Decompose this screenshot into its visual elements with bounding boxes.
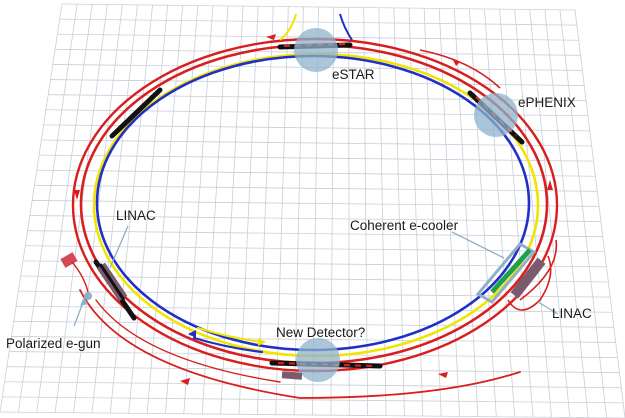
electron-ring-blue <box>95 54 531 352</box>
detector-estar <box>294 28 338 72</box>
gun-body <box>60 252 78 268</box>
bypass-yellow <box>196 326 264 344</box>
label-coherent-cooler: Coherent e-cooler <box>350 218 459 233</box>
detector-ephenix <box>474 93 518 137</box>
grid-line-vertical <box>363 7 369 416</box>
grid-line-vertical <box>453 8 479 417</box>
label-estar: eSTAR <box>332 67 375 82</box>
bypass-red-lower-2 <box>95 299 281 383</box>
gun-source <box>84 292 92 300</box>
bypass-red-lower <box>79 289 521 399</box>
arrow-top-left <box>266 34 276 40</box>
leader-linac-right <box>537 301 559 315</box>
gun-line <box>71 261 89 293</box>
grid-line-horizontal <box>27 230 603 238</box>
grid-line-horizontal <box>4 381 622 389</box>
arrow-right-up <box>547 180 553 190</box>
top-injection-lines <box>279 13 353 41</box>
grid-line-horizontal <box>29 215 601 222</box>
leader-linac-left <box>109 225 129 269</box>
label-ephenix: ePHENIX <box>518 95 576 110</box>
grid-line-horizontal <box>39 154 594 162</box>
grid-line-horizontal <box>59 18 577 26</box>
grid-line-vertical <box>438 8 460 417</box>
arrow-left-down <box>74 190 80 200</box>
grid-line-horizontal <box>34 184 598 192</box>
grid-line-vertical <box>109 5 153 414</box>
linac-right-module <box>510 257 546 299</box>
grid-line-vertical <box>574 9 625 418</box>
grid-line-vertical <box>468 8 497 417</box>
grid-line-horizontal <box>25 245 605 253</box>
grid-line-vertical <box>514 9 552 418</box>
bottom-magnet <box>281 371 303 380</box>
leader-gun-arrow <box>80 297 88 306</box>
grid-line-horizontal <box>36 169 596 177</box>
cooler-pipe <box>475 242 537 304</box>
grid-line-horizontal <box>41 139 592 147</box>
straight-section-upper-left <box>109 87 163 139</box>
grid-line-vertical <box>275 6 289 415</box>
grid-line-vertical <box>0 3 63 413</box>
injection-line-yellow <box>279 13 297 41</box>
arrow-blue-bypass <box>188 330 196 338</box>
grid-line-vertical <box>393 7 405 416</box>
coherent-cooler <box>475 242 537 304</box>
label-polarized-gun: Polarized e-gun <box>6 336 101 351</box>
grid-line-horizontal <box>13 320 614 328</box>
polarized-gun <box>60 252 92 300</box>
grid-line-horizontal <box>32 200 600 207</box>
grid-line-vertical <box>408 8 424 417</box>
direction-arrows <box>74 34 553 385</box>
detector-new <box>296 338 340 382</box>
linac-right-loop <box>507 255 552 311</box>
leader-cooler <box>451 231 505 259</box>
grid-line-vertical <box>165 5 199 414</box>
arrow-bottom-right <box>438 372 448 378</box>
grid-line-vertical <box>529 9 571 418</box>
linac-left <box>96 262 128 302</box>
linac-left-core <box>98 263 126 301</box>
grid-line-horizontal <box>61 3 576 11</box>
right-bypass-lines <box>419 49 558 301</box>
grid-line-vertical <box>544 9 589 418</box>
detectors <box>294 28 518 382</box>
leader-lines <box>73 225 559 327</box>
grid-line-vertical <box>238 6 259 415</box>
bypass-blue <box>192 336 264 354</box>
grid-line-vertical <box>91 4 138 413</box>
label-new-detector: New Detector? <box>276 325 365 340</box>
injection-line-blue <box>339 13 353 41</box>
bypass-red-right <box>519 239 558 301</box>
grid-line-vertical <box>293 6 304 415</box>
arrow-yellow-bypass <box>258 338 266 346</box>
arrow-top-right <box>452 58 460 66</box>
label-linac-left: LINAC <box>116 208 156 223</box>
grid-line-horizontal <box>0 411 625 418</box>
label-linac-right: LINAC <box>552 306 592 321</box>
cooler-active-section <box>490 248 532 294</box>
grid-line-vertical <box>559 9 608 418</box>
arrow-bottom-left <box>180 378 190 385</box>
grid-line-vertical <box>17 4 78 413</box>
grid-line-horizontal <box>16 305 613 313</box>
grid-line-vertical <box>36 4 93 413</box>
grid-line-vertical <box>499 9 534 418</box>
grid-line-horizontal <box>2 396 624 404</box>
bypass-red-top <box>419 49 501 89</box>
grid-line-vertical <box>484 8 516 417</box>
linac-right <box>507 255 552 311</box>
lower-left-beam-lines <box>79 289 521 399</box>
